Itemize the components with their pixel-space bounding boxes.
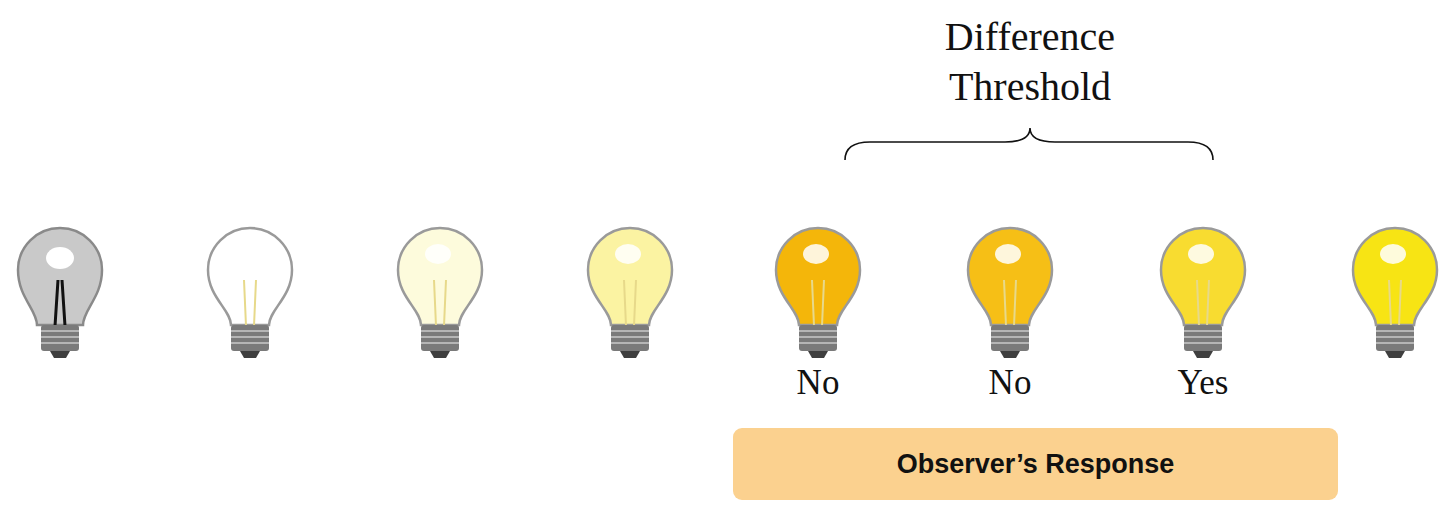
response-label: No — [760, 362, 876, 404]
light-bulb — [208, 228, 292, 358]
light-bulb — [1161, 228, 1245, 358]
light-bulb — [18, 228, 102, 358]
light-bulb — [398, 228, 482, 358]
response-label: No — [952, 362, 1068, 404]
box-title: Observer’s Response — [897, 449, 1175, 480]
brace — [845, 128, 1213, 160]
light-bulb — [588, 228, 672, 358]
light-bulb — [1353, 228, 1437, 358]
light-bulb — [968, 228, 1052, 358]
response-label: Yes — [1145, 362, 1261, 404]
response-box: Observer’s Response — [733, 428, 1338, 500]
threshold-label: Difference Threshold — [915, 12, 1145, 112]
light-bulb — [776, 228, 860, 358]
